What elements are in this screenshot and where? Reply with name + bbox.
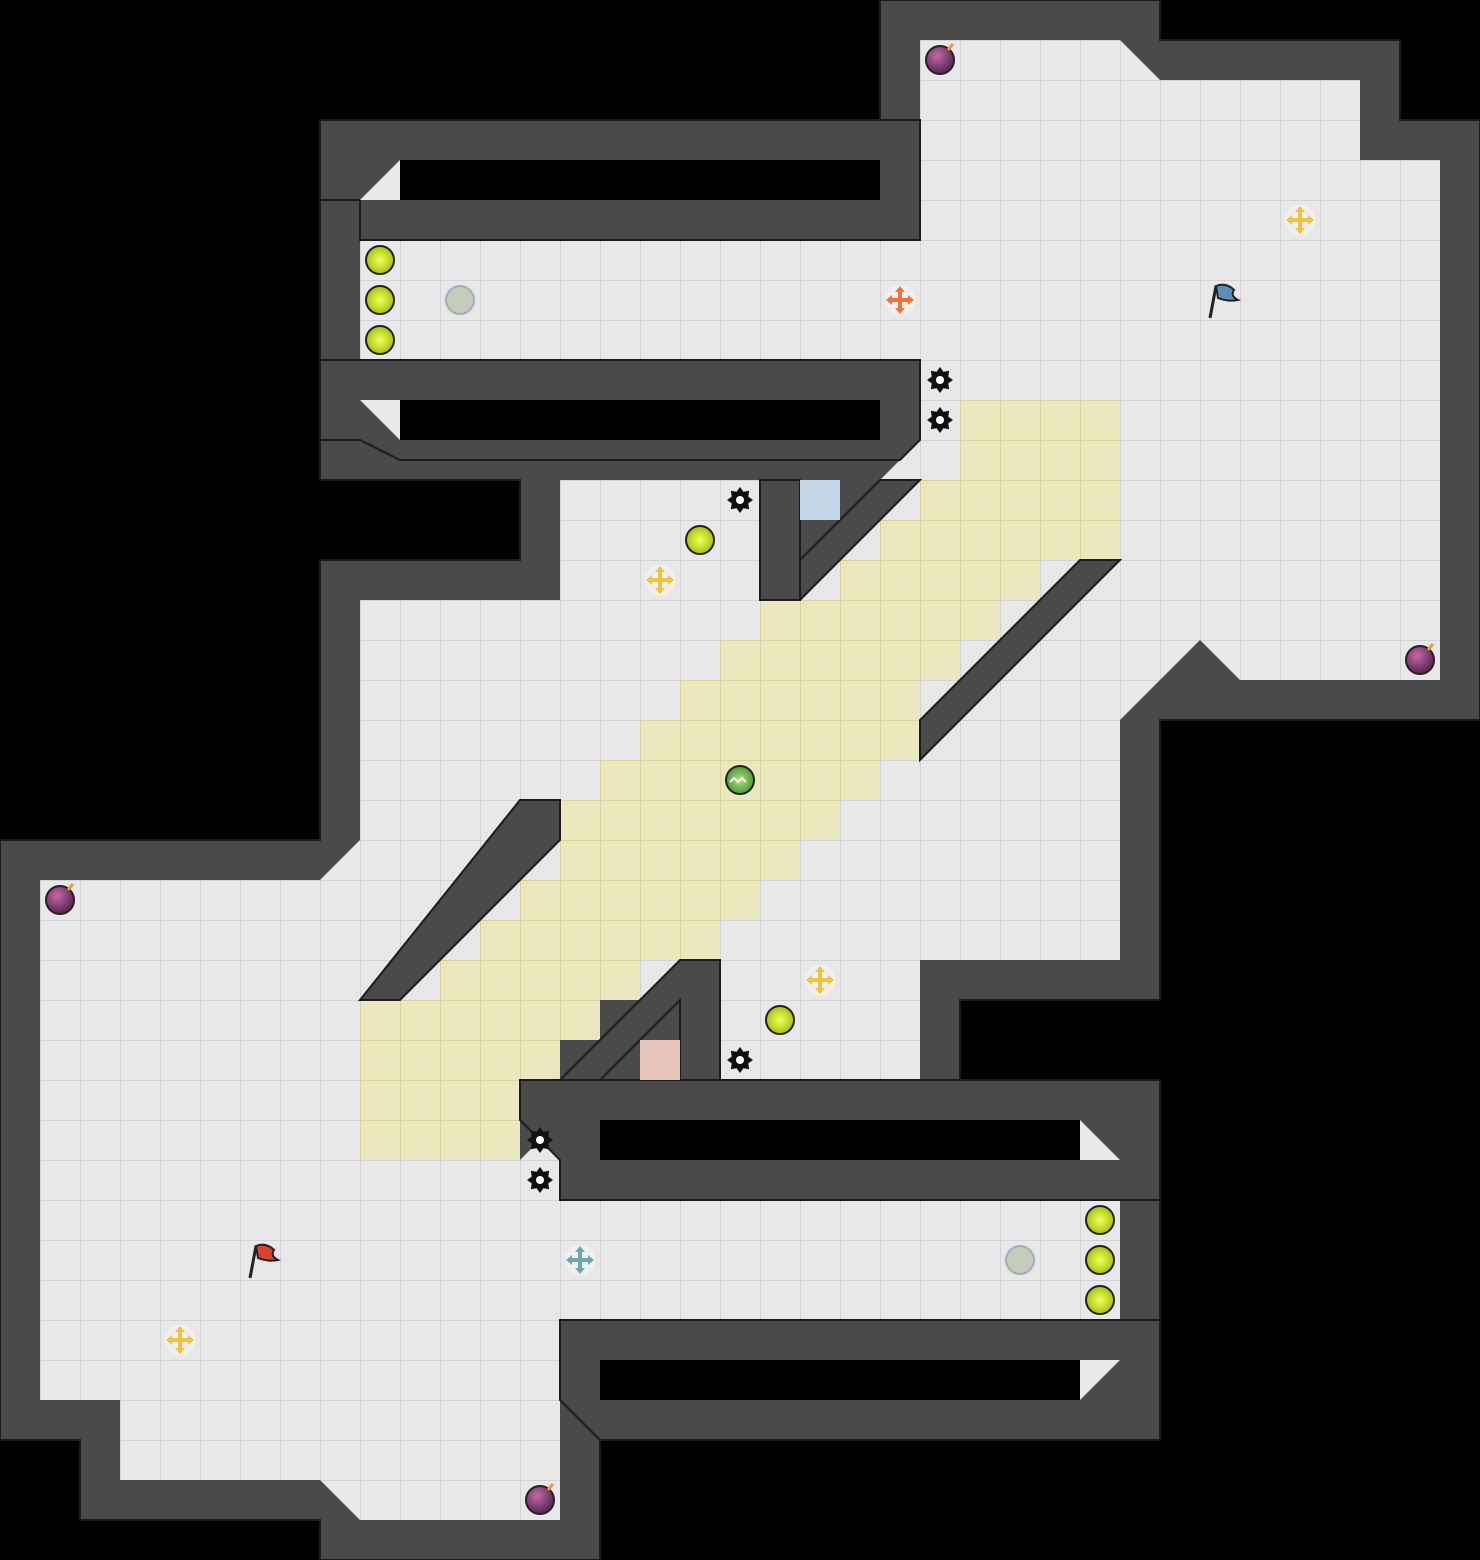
bomb-body <box>525 1485 555 1515</box>
yellow-tile-11 <box>520 880 760 920</box>
boost-arrows <box>886 286 914 314</box>
mine-core <box>936 416 944 424</box>
boost-icon-5 <box>565 1245 595 1275</box>
inner-walls <box>319 119 1161 1441</box>
bomb-body <box>925 45 955 75</box>
boost-icon-2 <box>645 565 675 595</box>
blue-flag-icon <box>1208 283 1242 319</box>
mine-icon-0 <box>927 367 953 393</box>
bomb-fuse <box>946 43 955 51</box>
floor-rect-4 <box>120 1400 560 1480</box>
yellow-tile-14 <box>360 1000 600 1040</box>
powerup-icon-4 <box>765 1005 795 1035</box>
powerup-icon-2 <box>365 325 395 355</box>
neutral-ball-icon <box>725 765 755 795</box>
bomb-fuse <box>546 1483 555 1491</box>
mine-icon-2 <box>727 487 753 513</box>
flag-cloth <box>254 1243 282 1262</box>
void-top-1 <box>400 160 880 200</box>
blue-endzone-tile <box>800 480 840 520</box>
powerup-icon-7 <box>1085 1285 1115 1315</box>
powerup-icon-1 <box>365 285 395 315</box>
bomb-body <box>1405 645 1435 675</box>
red-flag-icon <box>248 1243 282 1279</box>
mine-icon-4 <box>527 1127 553 1153</box>
boost-arrows <box>166 1326 194 1354</box>
diagonal-wall-4 <box>759 479 801 601</box>
boost-icon-0 <box>885 285 915 315</box>
mine-icon-5 <box>527 1167 553 1193</box>
powerup-icon-0 <box>365 245 395 275</box>
yellow-tile-15 <box>360 1040 560 1080</box>
boost-icon-4 <box>165 1325 195 1355</box>
bomb-icon-1 <box>1405 643 1435 675</box>
boost-icon-1 <box>1285 205 1315 235</box>
yellow-tile-7 <box>640 720 920 760</box>
bomb-fuse <box>1426 643 1435 651</box>
floor-rect-3 <box>40 880 360 1400</box>
yellow-tile-9 <box>560 800 840 840</box>
map-objects <box>45 43 1435 1515</box>
diagonal-wall-0 <box>919 559 1123 763</box>
yellow-zone <box>360 400 1120 1160</box>
corner-3 <box>1080 1120 1120 1160</box>
portal-icon-0 <box>445 285 475 315</box>
boost-icon-3 <box>805 965 835 995</box>
flag-pole <box>1208 285 1218 319</box>
mine-core <box>736 1056 744 1064</box>
yellow-tile-13 <box>440 960 640 1000</box>
bomb-body <box>45 885 75 915</box>
powerup-icon-6 <box>1085 1245 1115 1275</box>
yellow-tile-10 <box>560 840 800 880</box>
flag-pole <box>248 1245 258 1279</box>
boost-arrows <box>646 566 674 594</box>
boost-arrows <box>1286 206 1314 234</box>
mine-core <box>536 1176 544 1184</box>
corner-2 <box>360 400 400 440</box>
bomb-icon-3 <box>525 1483 555 1515</box>
corner-4 <box>1080 1360 1120 1400</box>
yellow-tile-6 <box>680 680 920 720</box>
bomb-icon-2 <box>45 883 75 915</box>
void-bottom-2 <box>600 1360 1080 1400</box>
bomb-fuse <box>66 883 75 891</box>
boost-arrows <box>566 1246 594 1274</box>
void-top-2 <box>400 400 880 440</box>
powerup-icon-3 <box>685 525 715 555</box>
yellow-tile-3 <box>840 560 1040 600</box>
yellow-tile-18 <box>920 480 1120 520</box>
mine-core <box>736 496 744 504</box>
mine-icon-3 <box>727 1047 753 1073</box>
yellow-tile-17 <box>880 520 1120 560</box>
mine-core <box>936 376 944 384</box>
bomb-icon-0 <box>925 43 955 75</box>
ball-stripe <box>729 776 747 784</box>
yellow-tile-5 <box>720 640 960 680</box>
yellow-tile-16 <box>360 1080 520 1160</box>
mine-icon-1 <box>927 407 953 433</box>
yellow-tile-12 <box>480 920 720 960</box>
red-endzone-tile <box>640 1040 680 1080</box>
mine-core <box>536 1136 544 1144</box>
flag-cloth <box>1214 283 1242 302</box>
yellow-tile-4 <box>760 600 1000 640</box>
diagonal-wall-1 <box>357 799 561 1001</box>
portal-icon-1 <box>1005 1245 1035 1275</box>
void-bottom-1 <box>600 1120 1080 1160</box>
boost-arrows <box>806 966 834 994</box>
corner-1 <box>360 160 400 200</box>
powerup-icon-5 <box>1085 1205 1115 1235</box>
